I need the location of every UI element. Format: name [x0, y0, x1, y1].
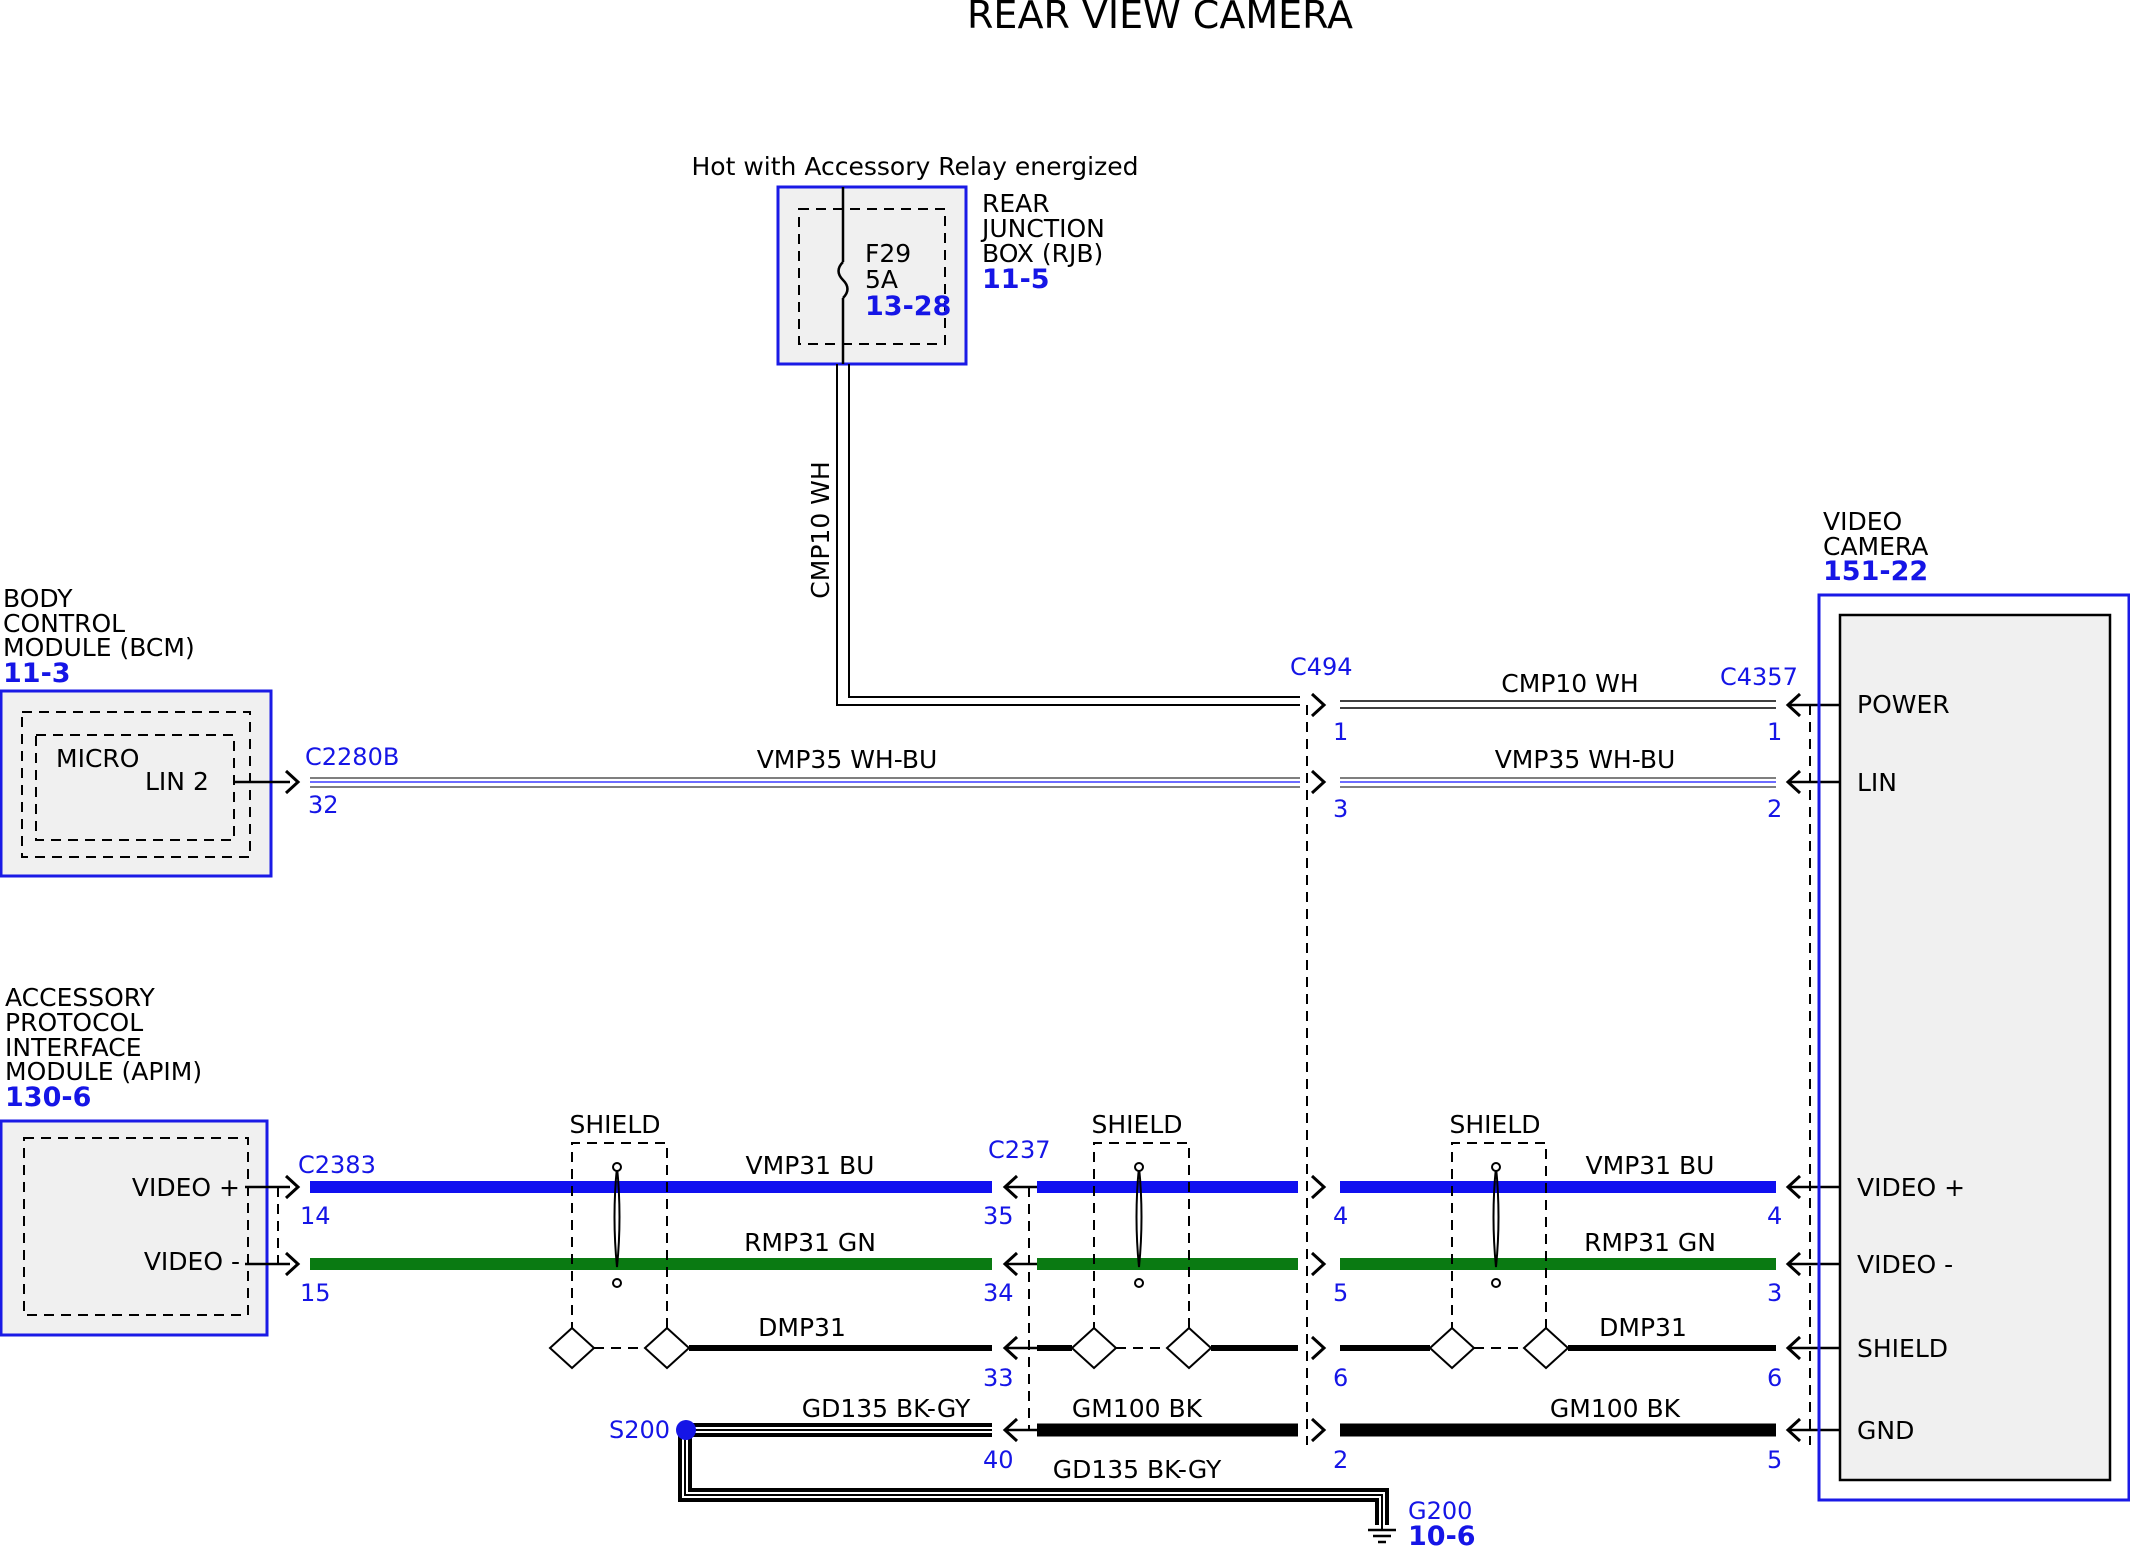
c237-pin-35: 35 [983, 1202, 1014, 1230]
c4357-pin-6: 6 [1767, 1364, 1782, 1392]
ground-g200-label: G200 [1408, 1497, 1472, 1525]
c494-pin-1: 1 [1333, 718, 1348, 746]
gd135-bottom-label: GD135 BK-GY [1053, 1455, 1222, 1484]
bcm-micro-label: MICRO [56, 744, 139, 773]
c494-pin-6: 6 [1333, 1364, 1348, 1392]
bcm-name-line2: CONTROL [3, 609, 125, 638]
shield-label-middle: SHIELD [1091, 1110, 1182, 1139]
dmp31-left-label: DMP31 [758, 1313, 846, 1342]
c4357-label: C4357 [1720, 663, 1798, 691]
c2383-pin-14: 14 [300, 1202, 331, 1230]
shield-label-left: SHIELD [569, 1110, 660, 1139]
splice-s200-label: S200 [609, 1416, 670, 1444]
shield-drain-diamond [1070, 1326, 1118, 1370]
c237-pin-40: 40 [983, 1446, 1014, 1474]
fuse-rating: 5A [865, 265, 898, 294]
apim-name-line3: INTERFACE [5, 1033, 142, 1062]
vmp35-right-label: VMP35 WH-BU [1495, 745, 1676, 774]
apim-name-line1: ACCESSORY [5, 983, 156, 1012]
camera-pin-gnd: GND [1857, 1416, 1914, 1445]
c2383-pin-15: 15 [300, 1279, 331, 1307]
bcm-box [0, 689, 273, 878]
c494-pin-5: 5 [1333, 1279, 1348, 1307]
c4357-pin-4: 4 [1767, 1202, 1782, 1230]
cmp10-wire-inner [848, 364, 1300, 698]
shield-group-right: SHIELD [1428, 1110, 1570, 1370]
shield-drain-diamond [1522, 1326, 1570, 1370]
shield-group-left: SHIELD [548, 1110, 691, 1370]
ground-icon [1368, 1525, 1396, 1544]
fuse-icon [837, 261, 849, 299]
camera-pin-shield: SHIELD [1857, 1334, 1948, 1363]
gd135-wire-ground [678, 1430, 1389, 1525]
gm100-mid-label: GM100 BK [1072, 1394, 1203, 1423]
diagram-title: REAR VIEW CAMERA [967, 0, 1353, 37]
apim-pin-video-minus: VIDEO - [144, 1247, 240, 1276]
shield-label-right: SHIELD [1449, 1110, 1540, 1139]
camera-pin-power: POWER [1857, 690, 1950, 719]
rjb-hot-label: Hot with Accessory Relay energized [692, 152, 1139, 181]
c4357-pin-2: 2 [1767, 795, 1782, 823]
cmp10-right-label: CMP10 WH [1501, 669, 1638, 698]
vmp35-left-label: VMP35 WH-BU [757, 745, 938, 774]
camera-name-line2: CAMERA [1823, 532, 1928, 561]
rjb-name-line3: BOX (RJB) [982, 239, 1103, 268]
apim-name-line4: MODULE (APIM) [5, 1057, 202, 1086]
fuse-name: F29 [865, 239, 911, 268]
bcm-micro-dashed [35, 734, 235, 841]
c494-label: C494 [1290, 653, 1353, 681]
bcm-name-line3: MODULE (BCM) [3, 633, 195, 662]
c237-pin-34: 34 [983, 1279, 1014, 1307]
vmp31-right-label: VMP31 BU [1586, 1151, 1715, 1180]
gm100-right-label: GM100 BK [1550, 1394, 1681, 1423]
bcm-ref: 11-3 [3, 658, 71, 689]
rjb-name-line2: JUNCTION [980, 214, 1105, 243]
bcm-name-line1: BODY [3, 584, 73, 613]
c237-pin-33: 33 [983, 1364, 1014, 1392]
camera-box [1817, 593, 2130, 1502]
cmp10-wire-outer [836, 364, 1300, 706]
shield-drain-diamond [643, 1326, 691, 1370]
rmp31-left-label: RMP31 GN [744, 1228, 876, 1257]
shield-drain-diamond [548, 1326, 596, 1370]
c237-label: C237 [988, 1136, 1051, 1164]
c494-pin-2: 2 [1333, 1446, 1348, 1474]
camera-name-line1: VIDEO [1823, 507, 1902, 536]
shield-drain-diamond [1428, 1326, 1476, 1370]
bcm-lin2-label: LIN 2 [145, 767, 209, 796]
c494-pin-3: 3 [1333, 795, 1348, 823]
c2383-label: C2383 [298, 1151, 376, 1179]
vmp31-left-label: VMP31 BU [746, 1151, 875, 1180]
ground-g200-ref: 10-6 [1408, 1521, 1476, 1547]
c4357-pin-5: 5 [1767, 1446, 1782, 1474]
c4357-pin-1: 1 [1767, 718, 1782, 746]
apim-pin-video-plus: VIDEO + [132, 1173, 240, 1202]
camera-ref: 151-22 [1823, 556, 1928, 587]
rmp31-right-label: RMP31 GN [1584, 1228, 1716, 1257]
cmp10-vertical-label: CMP10 WH [806, 461, 835, 598]
rjb-ref: 11-5 [982, 264, 1050, 295]
c2280b-label: C2280B [305, 743, 399, 771]
shield-drain-diamond [1165, 1326, 1213, 1370]
apim-inner-dashed [23, 1137, 249, 1316]
camera-inner-box [1838, 613, 2112, 1482]
c494-pin-4: 4 [1333, 1202, 1348, 1230]
splice-s200-dot [676, 1420, 696, 1440]
rjb-box [776, 185, 968, 366]
rjb-name-line1: REAR [982, 189, 1050, 218]
fuse-ref: 13-28 [865, 291, 951, 322]
apim-name-line2: PROTOCOL [5, 1008, 143, 1037]
c4357-pin-3: 3 [1767, 1279, 1782, 1307]
camera-pin-video-plus: VIDEO + [1857, 1173, 1965, 1202]
gd135-top-label: GD135 BK-GY [802, 1394, 971, 1423]
shield-group-middle: SHIELD [1070, 1110, 1213, 1370]
rjb-inner-box [798, 208, 946, 345]
c2280b-pin-32: 32 [308, 791, 339, 819]
camera-pin-lin: LIN [1857, 768, 1897, 797]
camera-pin-video-minus: VIDEO - [1857, 1250, 1953, 1279]
dmp31-right-label: DMP31 [1599, 1313, 1687, 1342]
apim-box [0, 1119, 269, 1337]
apim-ref: 130-6 [5, 1082, 91, 1113]
